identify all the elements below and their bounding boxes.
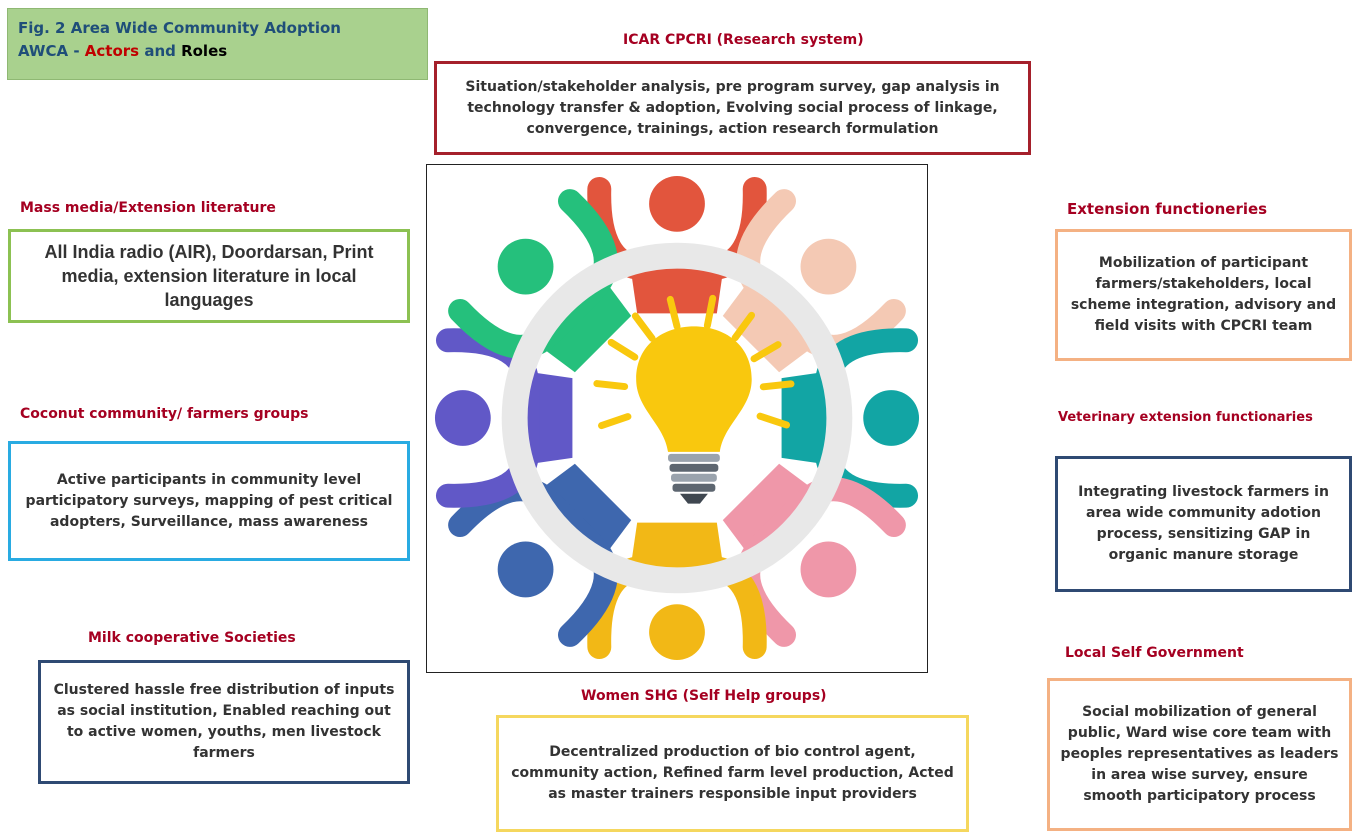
- light-ray-icon: [731, 311, 756, 342]
- title-prefix: AWCA -: [18, 42, 85, 60]
- mass-media-heading: Mass media/Extension literature: [20, 200, 276, 216]
- title-roles: Roles: [181, 42, 228, 60]
- title-line-1: Fig. 2 Area Wide Community Adoption: [18, 19, 341, 37]
- community-ring: [501, 242, 853, 594]
- bulb-base: [671, 473, 717, 482]
- milk-heading: Milk cooperative Societies: [88, 630, 296, 646]
- research-role-text: Situation/stakeholder analysis, pre prog…: [465, 78, 1000, 137]
- person-icon: [448, 189, 632, 373]
- local-gov-role-text: Social mobilization of general public, W…: [1060, 704, 1339, 804]
- milk-role-box: Clustered hassle free distribution of in…: [38, 660, 410, 784]
- bulb-glass: [636, 326, 752, 452]
- women-shg-role-text: Decentralized production of bio control …: [511, 744, 954, 802]
- coconut-heading: Coconut community/ farmers groups: [20, 406, 309, 422]
- coconut-role-text: Active participants in community level p…: [25, 471, 393, 530]
- light-ray-icon: [750, 341, 782, 363]
- local-gov-heading: Local Self Government: [1065, 645, 1244, 661]
- women-shg-heading: Women SHG (Self Help groups): [581, 688, 827, 704]
- lightbulb-icon: [593, 294, 795, 504]
- extension-role-box: Mobilization of participant farmers/stak…: [1055, 229, 1352, 361]
- light-ray-icon: [703, 294, 717, 330]
- mass-media-role-box: All India radio (AIR), Doordarsan, Print…: [8, 229, 410, 323]
- mass-media-role-text: All India radio (AIR), Doordarsan, Print…: [44, 242, 374, 310]
- figure-title: Fig. 2 Area Wide Community Adoption AWCA…: [7, 8, 428, 80]
- bulb-base: [672, 483, 716, 492]
- title-and: and: [139, 42, 182, 60]
- veterinary-heading: Veterinary extension functionaries: [1058, 410, 1313, 425]
- light-ray-icon: [598, 413, 632, 430]
- veterinary-role-text: Integrating livestock farmers in area wi…: [1078, 484, 1329, 563]
- title-actors: Actors: [84, 42, 140, 60]
- bulb-base: [669, 463, 719, 472]
- light-ray-icon: [759, 380, 795, 391]
- light-ray-icon: [756, 412, 791, 429]
- research-heading: ICAR CPCRI (Research system): [623, 32, 864, 48]
- bulb-base: [668, 453, 720, 462]
- community-svg: [434, 175, 920, 661]
- title-line-2: AWCA - Actors and Roles: [18, 40, 417, 63]
- extension-role-text: Mobilization of participant farmers/stak…: [1070, 255, 1337, 334]
- light-ray-icon: [666, 295, 681, 330]
- research-role-box: Situation/stakeholder analysis, pre prog…: [434, 61, 1031, 155]
- local-gov-role-box: Social mobilization of general public, W…: [1047, 678, 1352, 831]
- coconut-role-box: Active participants in community level p…: [8, 441, 410, 561]
- light-ray-icon: [631, 312, 656, 342]
- milk-role-text: Clustered hassle free distribution of in…: [53, 682, 395, 761]
- community-illustration: [426, 164, 928, 673]
- extension-heading: Extension functioneries: [1067, 200, 1268, 218]
- light-ray-icon: [607, 338, 639, 361]
- veterinary-role-box: Integrating livestock farmers in area wi…: [1055, 456, 1352, 592]
- light-ray-icon: [593, 380, 629, 391]
- bulb-tip: [679, 493, 708, 504]
- women-shg-role-box: Decentralized production of bio control …: [496, 715, 969, 832]
